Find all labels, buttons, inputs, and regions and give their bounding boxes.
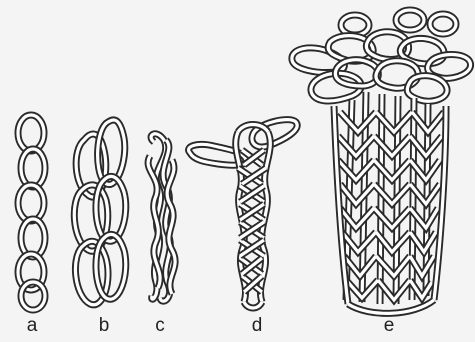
label-e: e bbox=[374, 316, 404, 336]
label-d: d bbox=[242, 316, 272, 336]
chain-d bbox=[189, 120, 298, 308]
chain-a bbox=[18, 115, 45, 310]
chain-c bbox=[148, 134, 175, 301]
label-a: a bbox=[17, 316, 47, 336]
label-c: c bbox=[145, 316, 175, 336]
label-b: b bbox=[89, 316, 119, 336]
chain-e bbox=[292, 10, 471, 313]
chain-b bbox=[74, 120, 125, 305]
